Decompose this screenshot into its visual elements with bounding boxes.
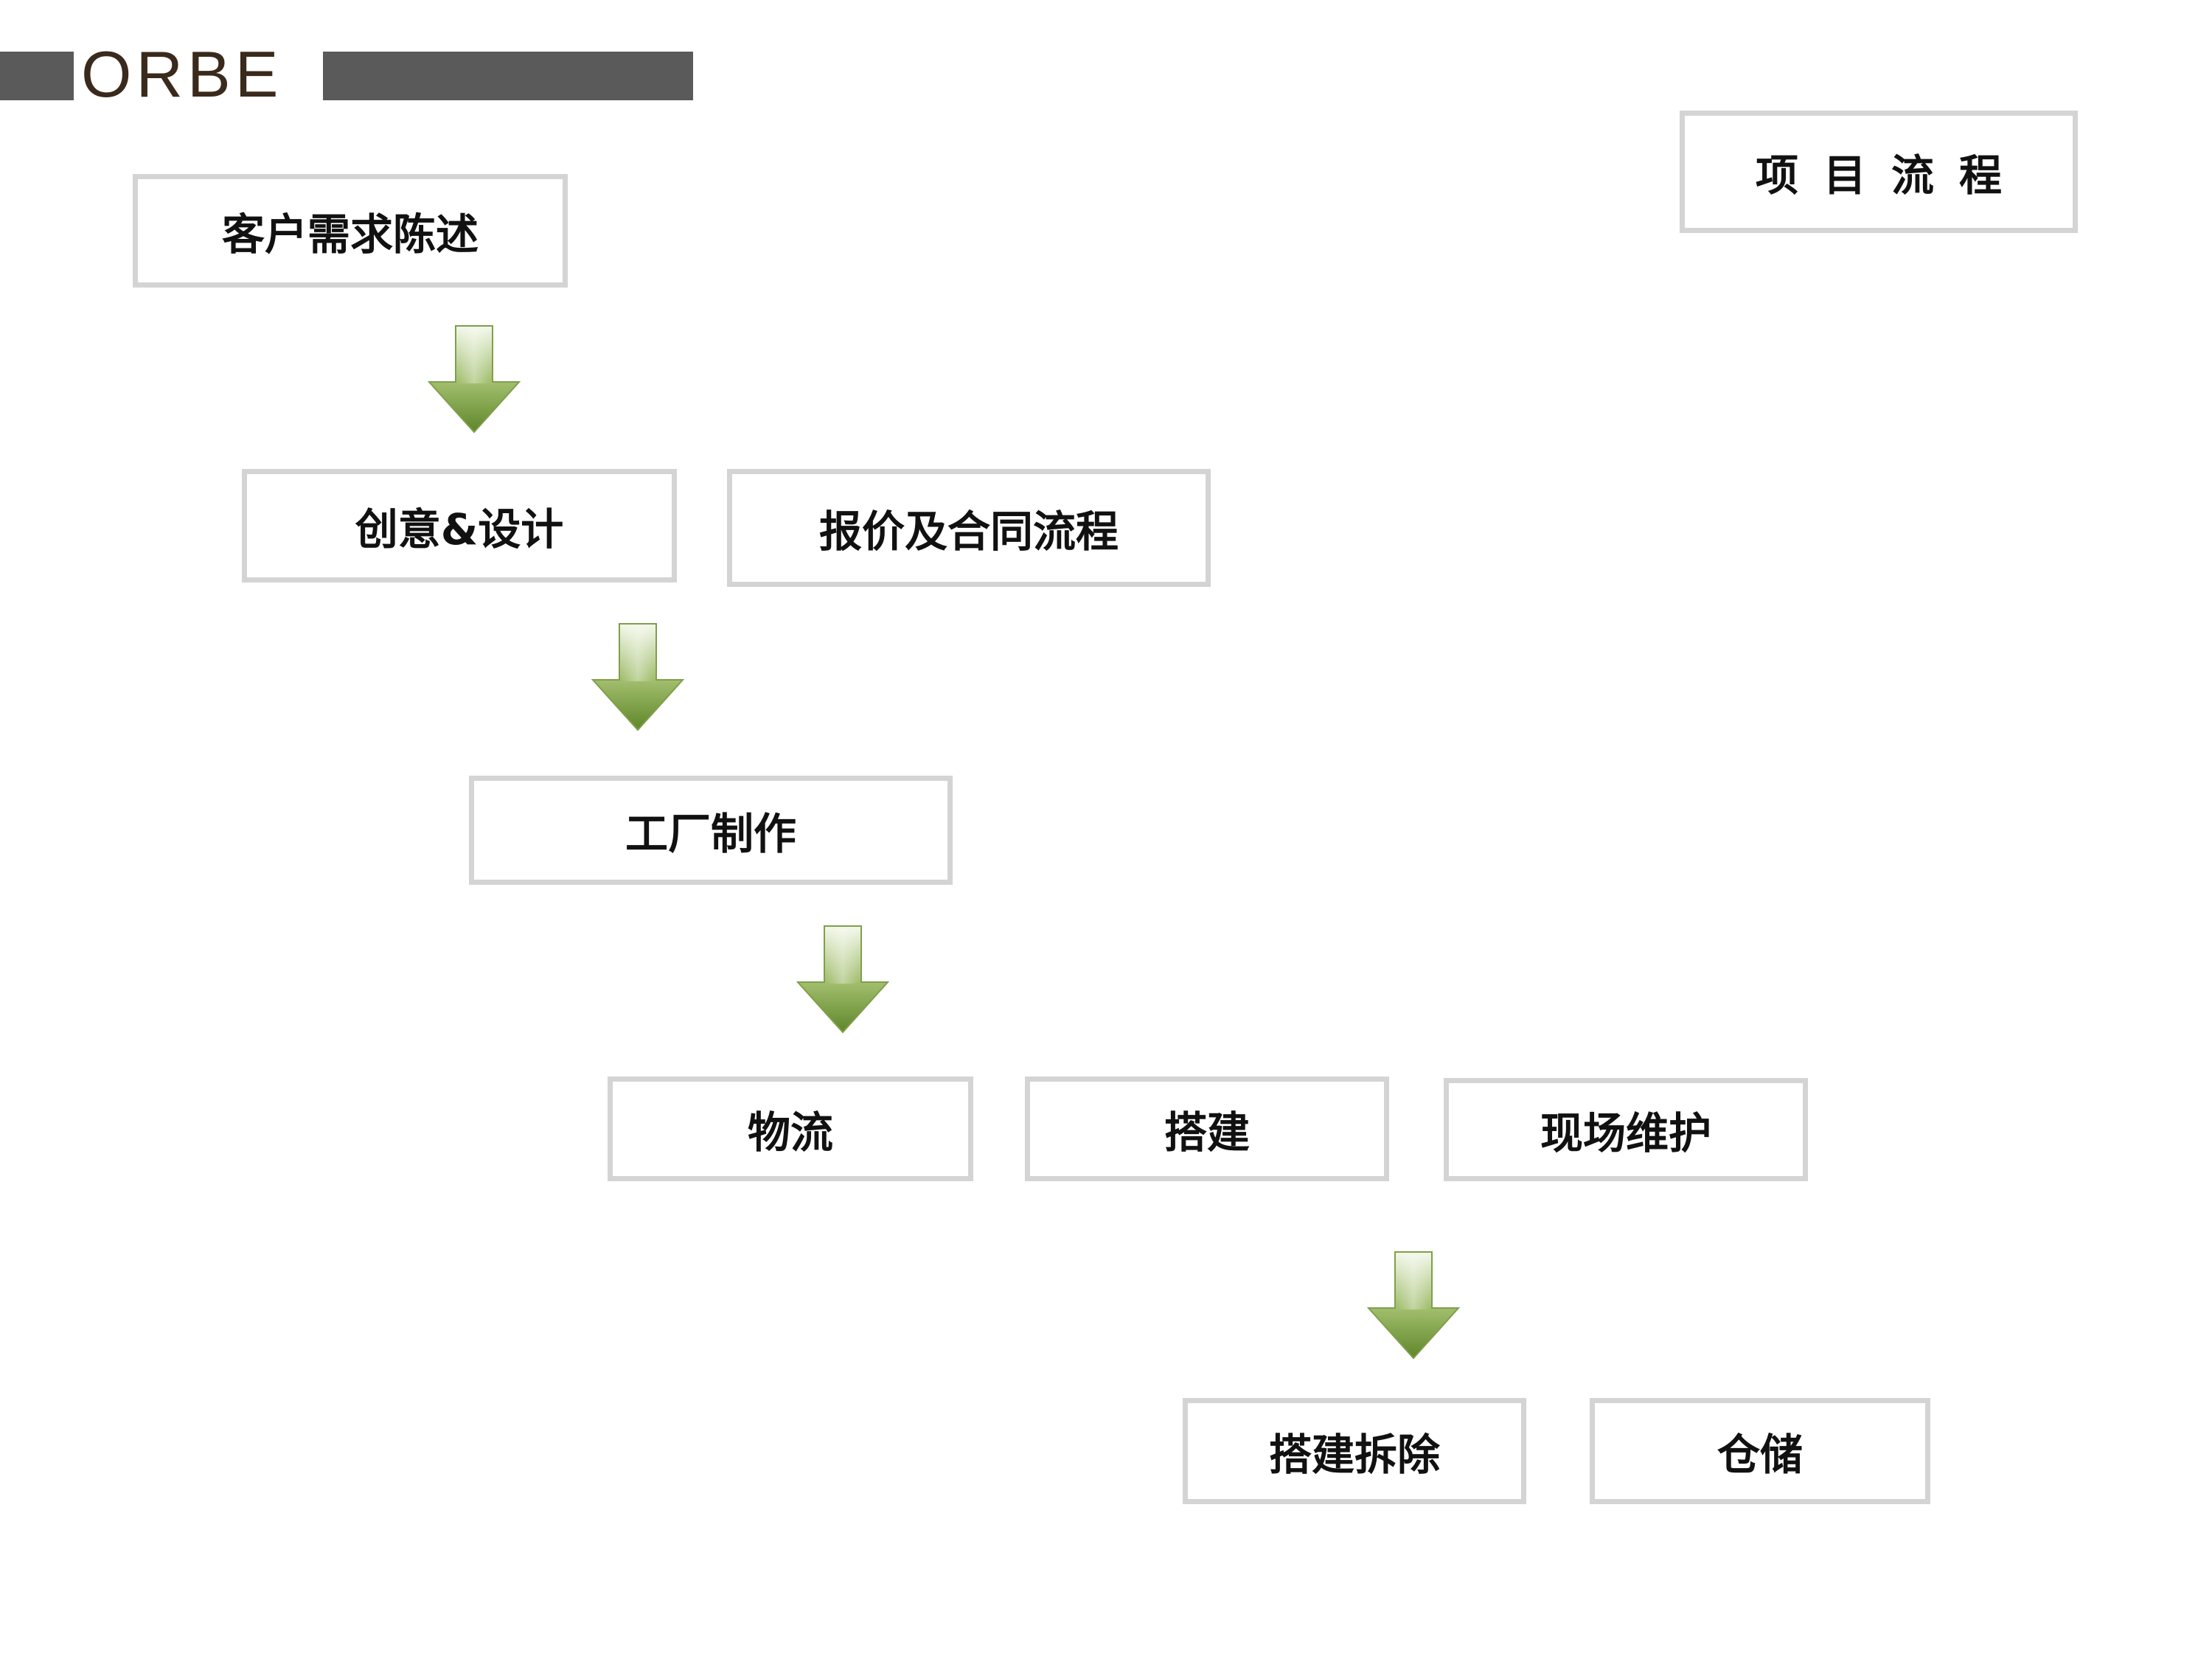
step-factory-production: 工厂制作 [469, 776, 953, 885]
step-setup: 搭建 [1025, 1077, 1389, 1181]
orbe-logo: ORBE [81, 38, 283, 111]
step-onsite-maintenance: 现场维护 [1444, 1078, 1808, 1181]
down-arrow-icon [591, 623, 685, 731]
header-bar-right [323, 52, 693, 100]
step-logistics: 物流 [608, 1077, 973, 1181]
step-creative-design: 创意&设计 [242, 469, 677, 582]
step-dismantle: 搭建拆除 [1183, 1398, 1526, 1504]
step-storage: 仓储 [1590, 1398, 1930, 1504]
down-arrow-icon [427, 325, 521, 434]
step-quote-contract: 报价及合同流程 [727, 469, 1211, 587]
down-arrow-icon [1366, 1251, 1461, 1360]
page-title: 项目流程 [1680, 111, 2078, 233]
header-bar-left [0, 52, 74, 100]
down-arrow-icon [796, 925, 890, 1034]
step-client-needs: 客户需求陈述 [133, 174, 568, 288]
